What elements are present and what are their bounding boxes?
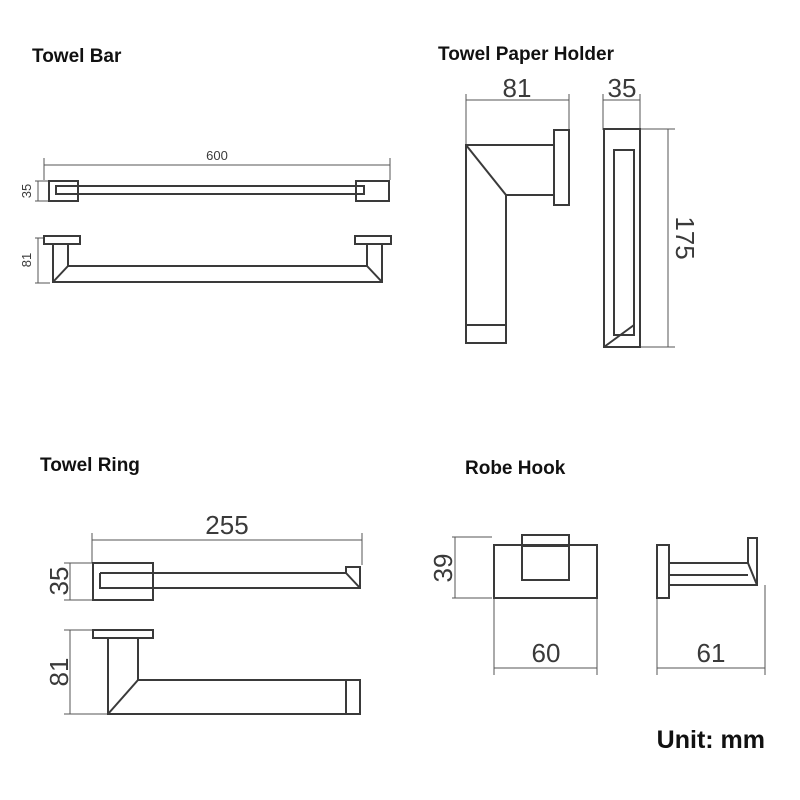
robe-hook-width-dim: 60 — [532, 638, 561, 668]
robe-hook-side-view — [656, 537, 758, 599]
robe-hook-height-dim: 39 — [428, 554, 458, 583]
paper-holder-front-view — [465, 129, 570, 344]
paper-holder-section: Towel Paper Holder 81 35 175 — [438, 44, 700, 348]
towel-ring-depth-dim: 35 — [44, 567, 74, 596]
towel-bar-dimension-lines — [35, 158, 391, 284]
paper-holder-side-view — [603, 128, 641, 348]
towel-bar-length-dim: 600 — [206, 148, 228, 163]
towel-bar-top-view — [48, 180, 390, 202]
robe-hook-section: Robe Hook 39 60 61 — [428, 458, 766, 675]
towel-ring-title: Towel Ring — [40, 455, 140, 476]
unit-label: Unit: mm — [657, 726, 765, 754]
paper-holder-depth-dim: 35 — [608, 73, 637, 103]
robe-hook-front-view — [493, 534, 598, 599]
towel-bar-title: Towel Bar — [32, 46, 122, 67]
robe-hook-depth-dim: 61 — [697, 638, 726, 668]
paper-holder-dimension-lines — [465, 94, 675, 348]
towel-bar-section: Towel Bar 600 35 81 — [19, 46, 392, 284]
paper-holder-width-dim: 81 — [503, 73, 532, 103]
paper-holder-title: Towel Paper Holder — [438, 44, 615, 65]
towel-ring-top-view — [92, 562, 361, 601]
towel-ring-section: Towel Ring 255 35 81 — [40, 455, 363, 715]
robe-hook-dimension-lines — [452, 536, 766, 675]
towel-ring-height-dim: 81 — [44, 658, 74, 687]
towel-ring-front-view — [92, 629, 361, 715]
paper-holder-height-dim: 175 — [670, 216, 700, 259]
towel-bar-depth-dim: 35 — [19, 184, 34, 198]
towel-bar-front-view — [43, 235, 392, 283]
robe-hook-title: Robe Hook — [465, 458, 566, 479]
towel-ring-length-dim: 255 — [205, 510, 248, 540]
towel-ring-dimension-lines — [64, 533, 363, 715]
towel-bar-height-dim: 81 — [19, 253, 34, 267]
